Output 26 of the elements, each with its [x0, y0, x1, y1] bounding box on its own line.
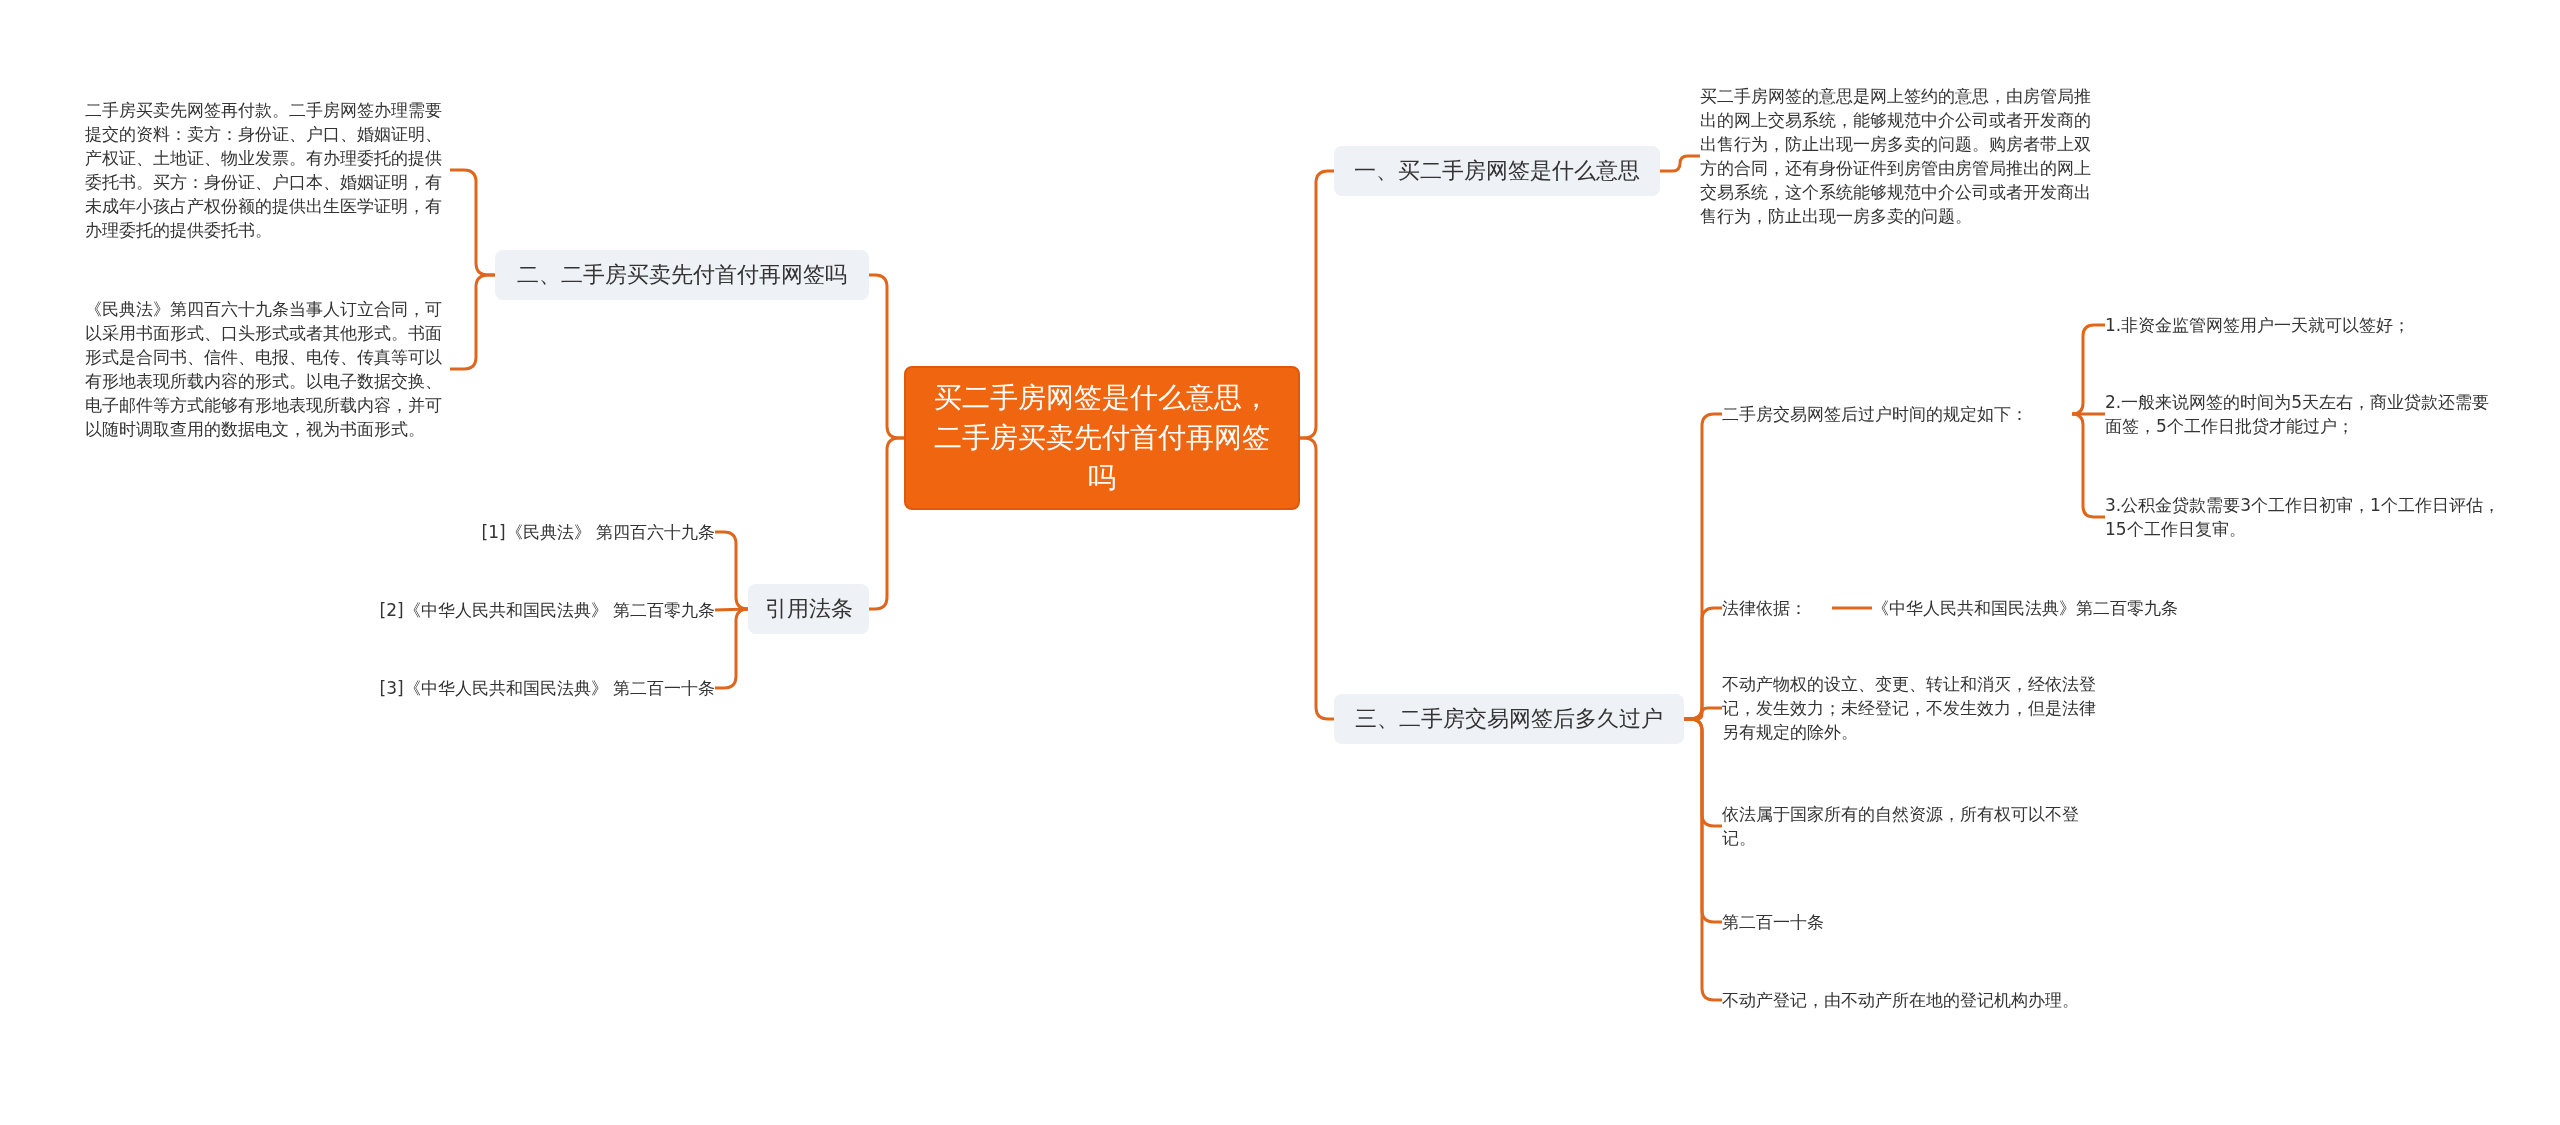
- connector-line: [715, 530, 750, 611]
- topic-box: 二、二手房买卖先付首付再网签吗: [495, 250, 869, 300]
- note-text: [3]《中华人民共和国民法典》 第二百一十条: [378, 677, 715, 700]
- note-text: 《中华人民共和国民法典》第二百零九条: [1872, 597, 2179, 620]
- connector-line: [715, 607, 750, 690]
- note-text: 2.一般来说网签的时间为5天左右，商业贷款还需要面签，5个工作日批贷才能过户；: [2105, 391, 2491, 438]
- central-topic: 买二手房网签是什么意思，二手房买卖先付首付再网签吗: [904, 366, 1300, 510]
- note-text: 不动产登记，由不动产所在地的登记机构办理。: [1722, 989, 2080, 1012]
- note-text: 第二百一十条: [1722, 911, 1825, 934]
- note-text: 二手房交易网签后过户时间的规定如下：: [1722, 403, 2029, 426]
- note-text: 二手房买卖先网签再付款。二手房网签办理需要提交的资料：卖方：身份证、户口、婚姻证明、产权证、土地证、物业发票。有办理委托的提供委托书。买方：身份证、户口本、婚姻证明，有未成年小孩占产权份额的提供出生医学证明，有办理委托的提供委托书。: [85, 99, 443, 242]
- topic-box: 一、买二手房网签是什么意思: [1334, 146, 1660, 196]
- note-text: 依法属于国家所有的自然资源，所有权可以不登记。: [1722, 803, 2080, 850]
- note-text: 法律依据：: [1722, 597, 1808, 620]
- topic-box: 三、二手房交易网签后多久过户: [1334, 694, 1684, 744]
- note-text: 《民典法》第四百六十九条当事人订立合同，可以采用书面形式、口头形式或者其他形式。书面形式是合同书、信件、电报、电传、传真等可以有形地表现所载内容的形式。以电子数据交换、电子邮件等方式能够有形地表现所载内容，并可以随时调取查用的数据电文，视为书面形式。: [85, 298, 443, 441]
- connector-line: [1832, 606, 1872, 610]
- note-text: 买二手房网签的意思是网上签约的意思，由房管局推出的网上交易系统，能够规范中介公司或者开发商的出售行为，防止出现一房多卖的问题。购房者带上双方的合同，还有身份证件到房管由房管局推出的网上交易系统，这个系统能够规范中介公司或者开发商出售行为，防止出现一房多卖的问题。: [1700, 85, 2092, 228]
- note-text: 1.非资金监管网签用户一天就可以签好；: [2105, 314, 2412, 337]
- note-text: 不动产物权的设立、变更、转让和消灭，经依法登记，发生效力；未经登记，不发生效力，但是法律另有规定的除外。: [1722, 673, 2097, 744]
- connector-line: [1660, 154, 1700, 173]
- topic-box: 引用法条: [748, 584, 869, 634]
- note-text: [2]《中华人民共和国民法典》 第二百零九条: [378, 599, 715, 622]
- note-text: [1]《民典法》 第四百六十九条: [480, 521, 715, 544]
- note-text: 3.公积金贷款需要3个工作日初审，1个工作日评估，15个工作日复审。: [2105, 494, 2501, 541]
- connector-line: [869, 436, 904, 611]
